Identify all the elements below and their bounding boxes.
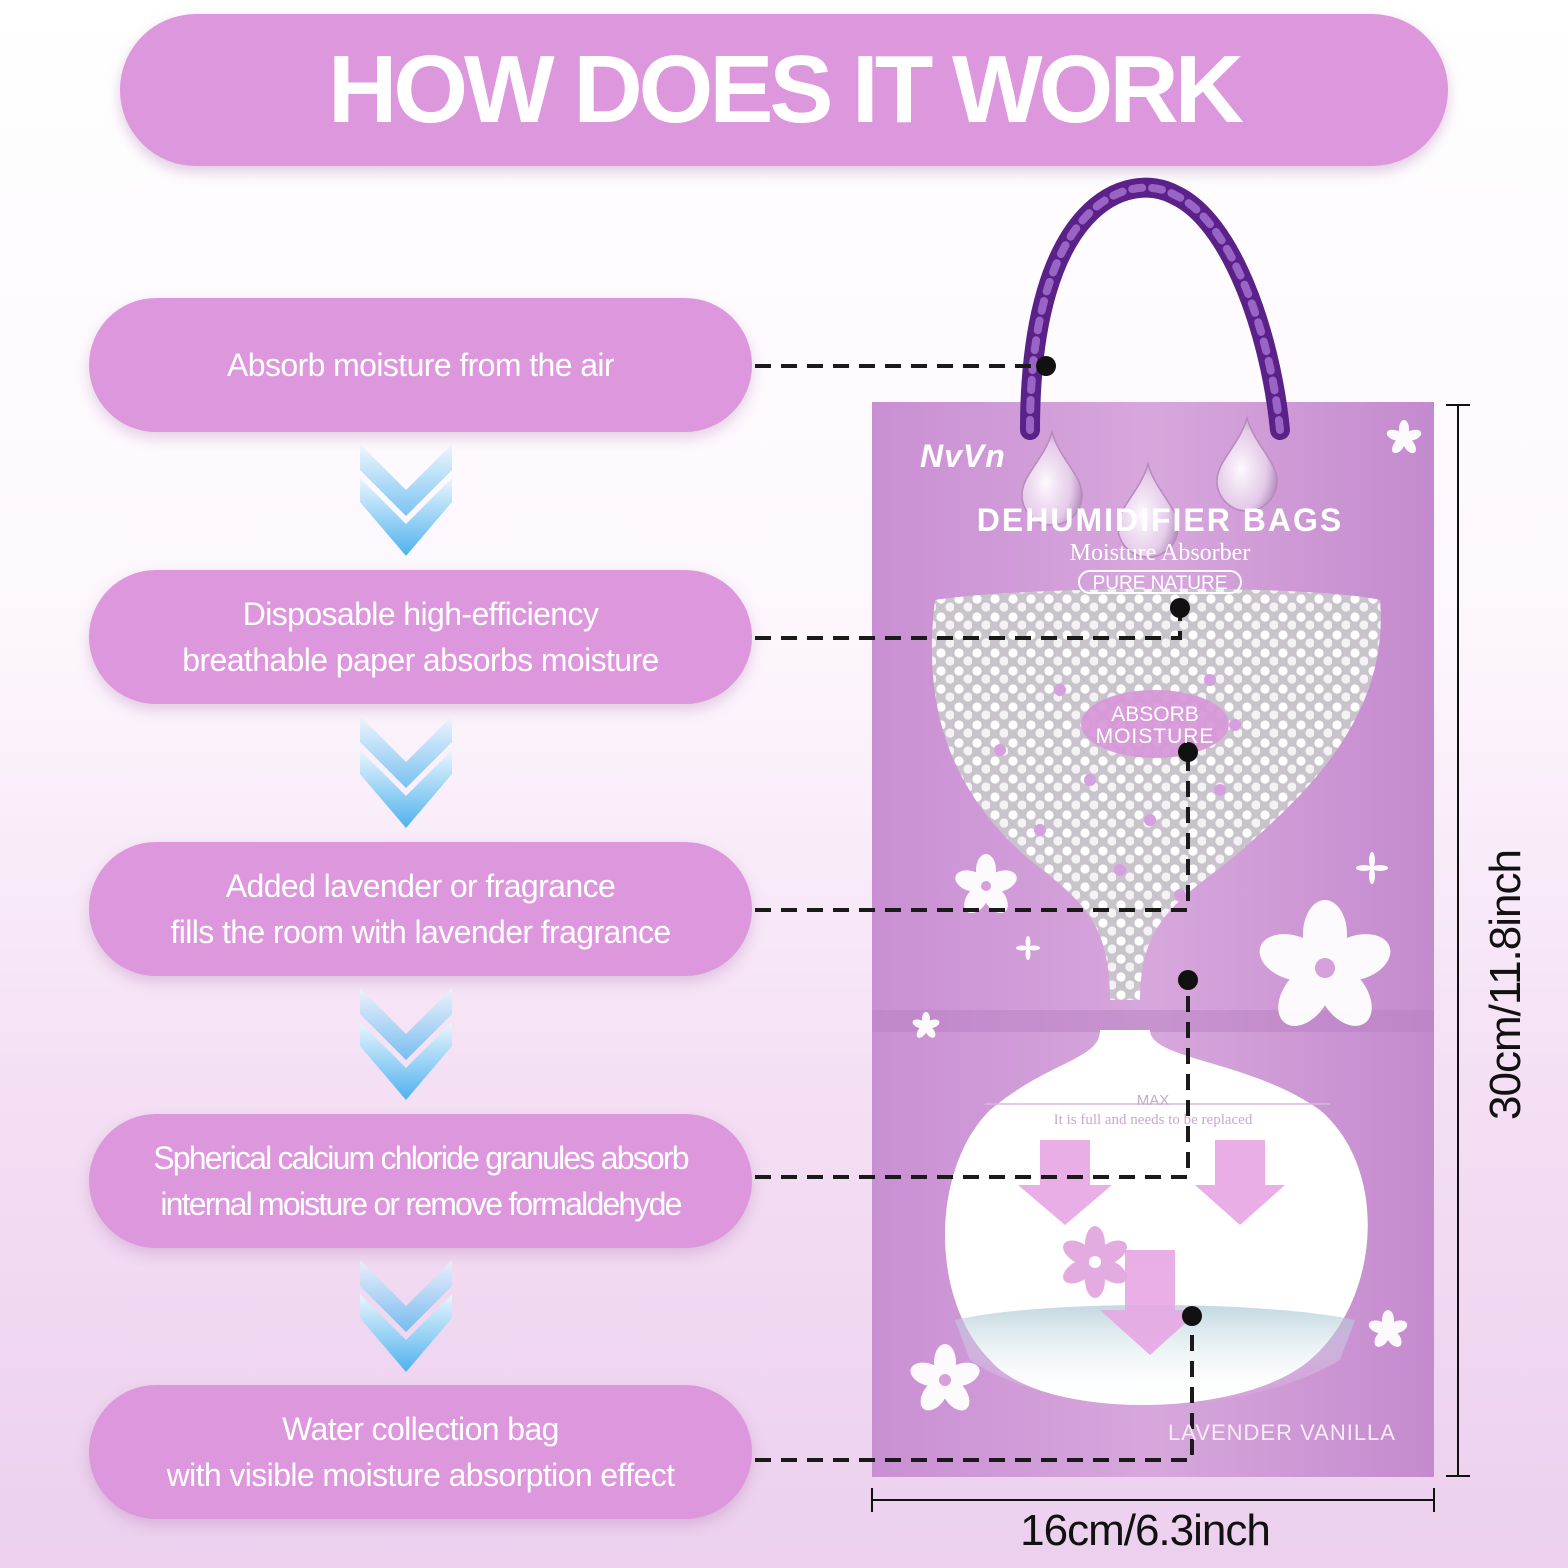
- product-subtitle: Moisture Absorber: [1069, 540, 1251, 566]
- title-banner: HOW DOES IT WORK: [120, 14, 1448, 166]
- step-1-text: Absorb moisture from the air: [227, 347, 615, 383]
- chevron-down-icon: [360, 988, 452, 1100]
- chevron-down-icon: [360, 716, 452, 828]
- max-note: It is full and needs to be replaced: [1053, 1112, 1253, 1128]
- width-dimension: 16cm/6.3inch: [1020, 1506, 1271, 1555]
- brand-logo: NvVn: [920, 438, 1006, 474]
- flower-icon: [910, 420, 1422, 1411]
- water-drop-icon: [1021, 415, 1278, 558]
- chevron-down-icon: [360, 1260, 452, 1372]
- step-4-text: Spherical calcium chloride granules abso…: [153, 1140, 689, 1222]
- step-5-text: Water collection bag with visible moistu…: [166, 1411, 675, 1493]
- step-2-text: Disposable high-efficiency breathable pa…: [182, 596, 659, 678]
- step-5-pill: Water collection bag with visible moistu…: [89, 1385, 752, 1519]
- step-3-text: Added lavender or fragrance fills the ro…: [170, 868, 671, 950]
- dimension-lines: [871, 404, 1470, 1512]
- step-3-pill: Added lavender or fragrance fills the ro…: [89, 842, 752, 976]
- product-tag: PURE NATURE: [1078, 570, 1242, 594]
- height-dimension: 30cm/11.8inch: [1481, 850, 1530, 1120]
- absorb-badge-line1: ABSORB: [1111, 703, 1199, 726]
- granules-chamber: [931, 588, 1381, 1000]
- page-title: HOW DOES IT WORK: [328, 36, 1244, 143]
- step-4-pill: Spherical calcium chloride granules abso…: [89, 1114, 752, 1248]
- absorb-badge-line2: MOISTURE: [1095, 725, 1215, 748]
- product-name: DEHUMIDIFIER BAGS: [976, 502, 1344, 538]
- scent-label: LAVENDER VANILLA: [1168, 1420, 1396, 1445]
- max-label: MAX: [1136, 1092, 1170, 1109]
- chevron-down-icon: [360, 444, 452, 556]
- step-1-pill: Absorb moisture from the air: [89, 298, 752, 432]
- step-2-pill: Disposable high-efficiency breathable pa…: [89, 570, 752, 704]
- rope-handle: [1020, 177, 1290, 440]
